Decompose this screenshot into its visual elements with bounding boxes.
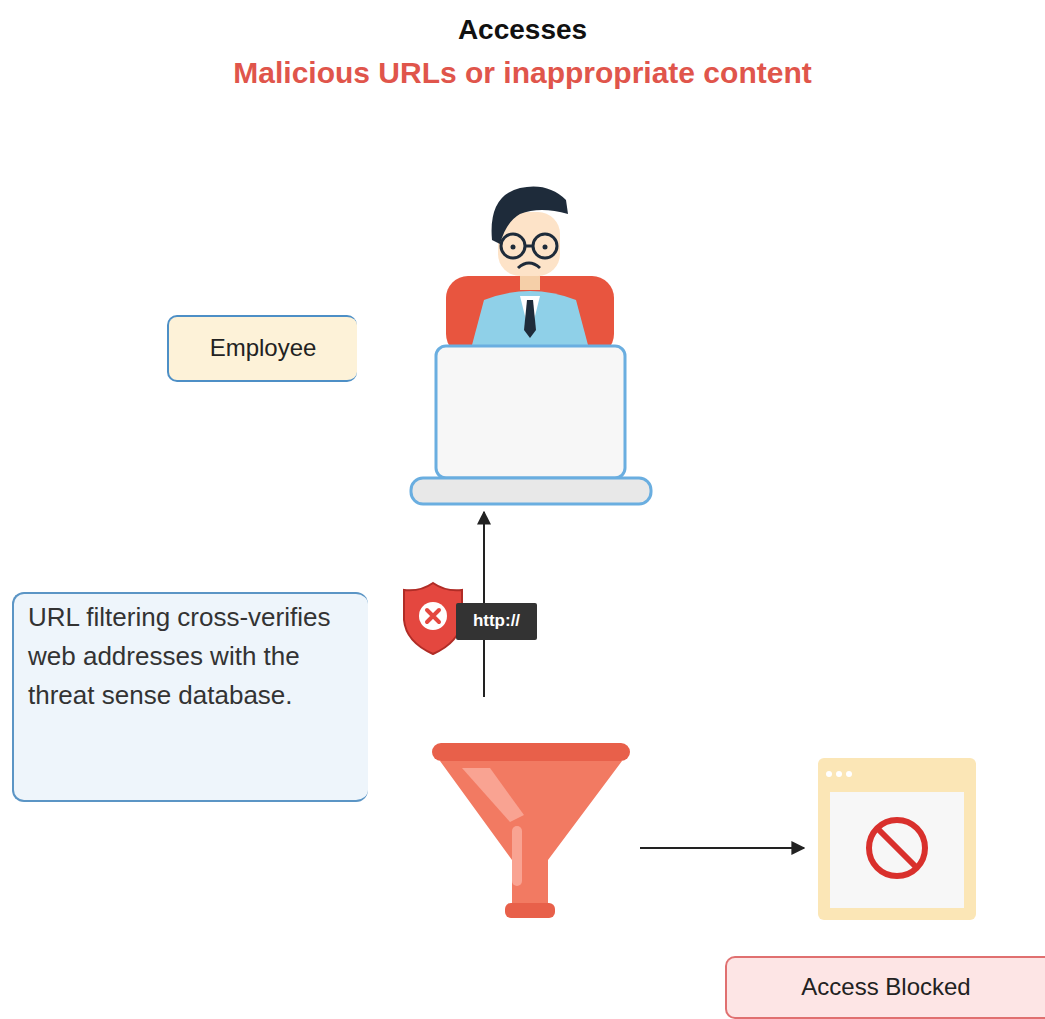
browser-dot [836,771,842,777]
funnel [440,761,622,905]
status-box: Access Blocked [725,956,1045,1019]
browser-dot [826,771,832,777]
browser-window [818,758,976,920]
browser-dot [846,771,852,777]
torso [472,291,588,345]
node-text: http:// [462,611,531,631]
tie [524,300,536,338]
laptop-screen [436,346,625,478]
eye [543,245,548,250]
shield-cross [427,610,439,622]
funnel-spout [505,903,555,918]
eye [511,245,516,250]
shield-badge [419,602,447,630]
funnel-rim [432,743,630,761]
glasses-bridge [525,245,533,248]
note-box: URL filtering cross-verifies web address… [12,592,368,802]
laptop-base [411,478,651,504]
browser-page [830,792,964,908]
glasses [533,234,557,258]
blocked-sign [878,829,916,867]
url-tag: http:// [456,603,537,640]
node-text: Access Blocked [739,973,1033,1002]
frown [518,263,540,268]
funnel-shine [512,826,522,886]
subtitle: Malicious URLs or inappropriate content [0,56,1045,90]
node-text: Employee [181,334,345,363]
shield-icon [404,583,462,654]
node-text: URL filtering cross-verifies web address… [28,598,354,715]
blocked-sign [869,820,925,876]
funnel-shine [462,768,524,822]
title: Accesses [0,14,1045,46]
flow-arrow [640,847,804,849]
role-box: Employee [167,315,357,382]
glasses [501,234,525,258]
hair [492,187,568,245]
